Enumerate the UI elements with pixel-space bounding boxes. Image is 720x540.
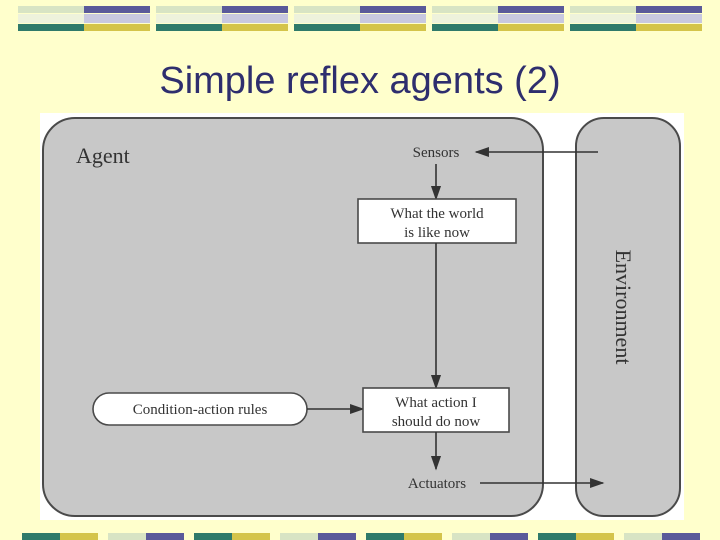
action-line-1: What action I xyxy=(395,395,477,411)
rules-label: Condition-action rules xyxy=(133,402,268,418)
agent-diagram: Agent Environment Sensors What the world… xyxy=(40,113,684,520)
environment-label: Environment xyxy=(611,250,636,365)
world-state-line-2: is like now xyxy=(404,225,470,241)
sensors-label: Sensors xyxy=(413,145,460,161)
world-state-box xyxy=(357,198,517,244)
deco-tile xyxy=(156,6,288,32)
world-state-line-1: What the world xyxy=(390,206,484,222)
action-box xyxy=(362,387,510,433)
agent-box xyxy=(42,117,544,517)
agent-label: Agent xyxy=(76,143,130,168)
bottom-decoration xyxy=(0,532,720,540)
slide-title: Simple reflex agents (2) xyxy=(159,60,561,102)
action-line-2: should do now xyxy=(392,414,481,430)
deco-tile xyxy=(18,6,150,32)
deco-tile xyxy=(570,6,702,32)
actuators-label: Actuators xyxy=(408,476,466,492)
deco-tile xyxy=(294,6,426,32)
deco-tile xyxy=(432,6,564,32)
environment-box xyxy=(575,117,681,517)
agent-diagram-svg: Agent Environment Sensors What the world… xyxy=(42,117,681,517)
